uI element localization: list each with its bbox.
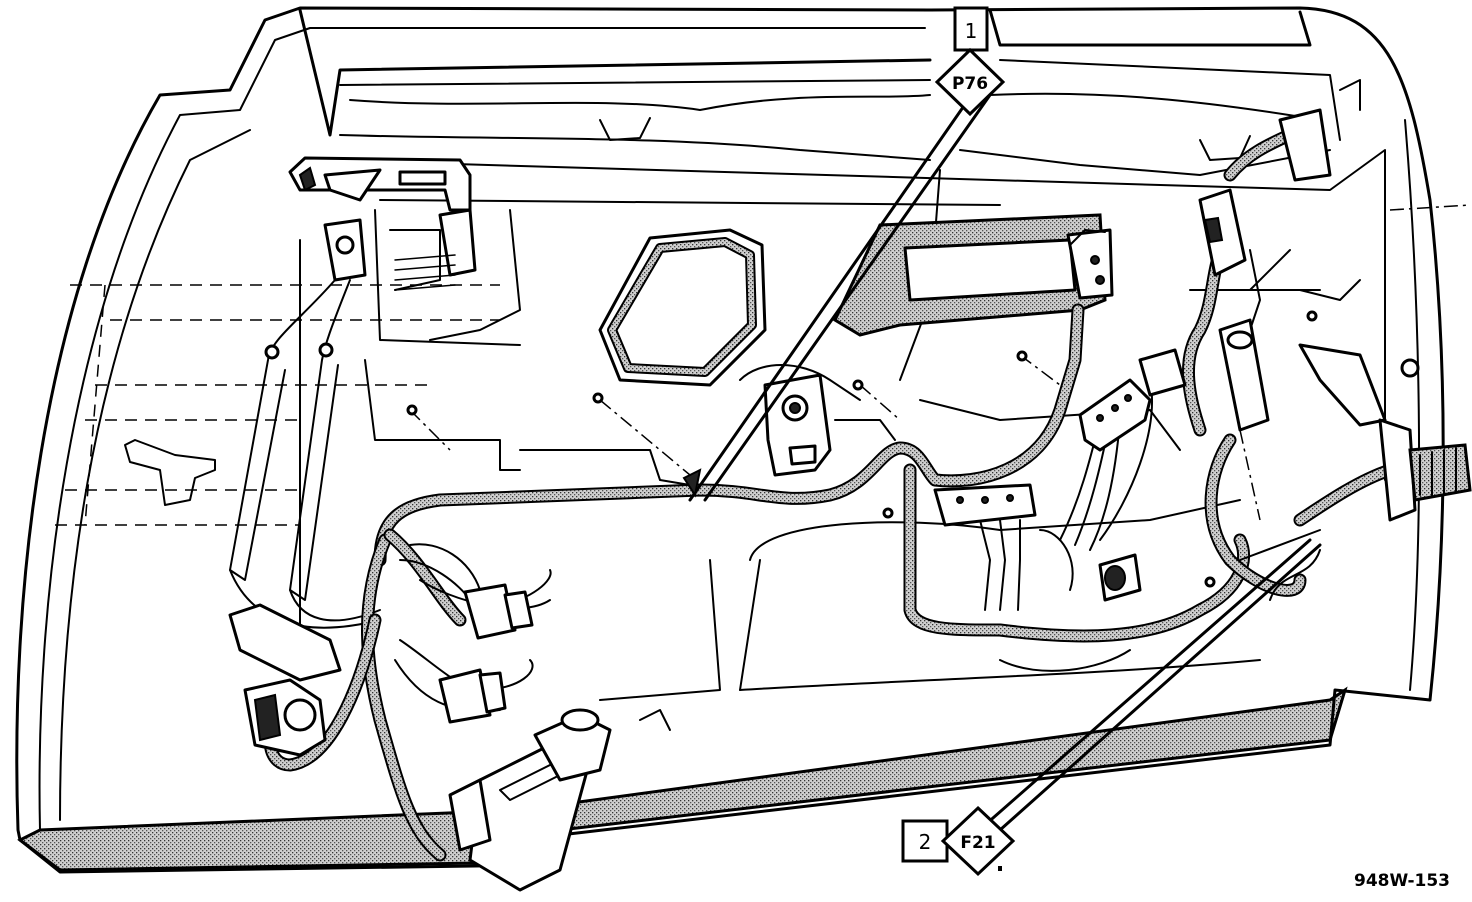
- left-connectors: [438, 583, 534, 724]
- window-regulator-bracket: [288, 156, 521, 346]
- callout-leaders: [682, 88, 1322, 832]
- callout-number-2: 2: [919, 830, 932, 854]
- door-module-upper: [833, 213, 1114, 337]
- callout-p76: 1 P76: [934, 6, 1006, 117]
- connector-code-f21: F21: [960, 833, 995, 853]
- center-connectors: [933, 348, 1187, 602]
- panel-cutout: [124, 439, 216, 506]
- door-outer-shell: [15, 6, 1445, 874]
- right-connectors: [1198, 79, 1472, 601]
- callout-number-1: 1: [965, 19, 978, 43]
- window-frame: [298, 8, 1341, 176]
- left-vertical-cables: [229, 279, 381, 629]
- door-lock-motor: [448, 708, 671, 892]
- center-mount-bracket: [406, 310, 1318, 588]
- speaker-opening: [598, 228, 767, 387]
- lock-actuator: [228, 603, 342, 757]
- callout-f21: 2 F21: [901, 805, 1016, 877]
- figure-id: 948W-153: [1354, 871, 1450, 891]
- connector-code-p76: P76: [952, 74, 988, 94]
